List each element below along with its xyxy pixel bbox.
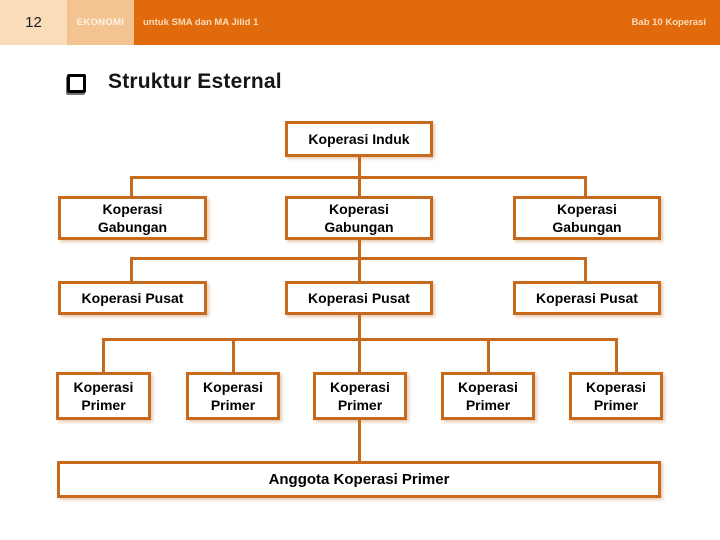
header-bar: 12 EKONOMI untuk SMA dan MA Jilid 1 Bab …: [0, 0, 720, 45]
chapter-label: Bab 10 Koperasi: [631, 17, 706, 28]
org-box-koperasi-gabungan: Koperasi Gabungan: [513, 196, 661, 240]
org-box-label: Koperasi Gabungan: [97, 200, 168, 235]
connector-line: [129, 176, 587, 179]
page-number: 12: [0, 0, 67, 45]
book-subtitle: untuk SMA dan MA Jilid 1: [143, 17, 259, 28]
connector-line: [357, 315, 361, 372]
org-box-koperasi-pusat: Koperasi Pusat: [58, 281, 207, 315]
connector-line: [583, 257, 587, 281]
connector-line: [101, 338, 618, 341]
org-box-label: Koperasi Pusat: [308, 289, 410, 306]
org-box-koperasi-gabungan: Koperasi Gabungan: [58, 196, 207, 240]
slide-title: Struktur Esternal: [108, 70, 282, 93]
connector-line: [129, 257, 587, 260]
connector-line: [231, 338, 235, 372]
org-box-koperasi-primer: Koperasi Primer: [186, 372, 280, 420]
connector-line: [357, 420, 361, 461]
org-box-label: Koperasi Pusat: [536, 289, 638, 306]
connector-line: [129, 257, 133, 281]
connector-line: [583, 176, 587, 196]
header-strip: untuk SMA dan MA Jilid 1 Bab 10 Koperasi: [134, 0, 720, 45]
org-box-label: Koperasi Primer: [73, 378, 134, 413]
org-box-label: Koperasi Primer: [458, 378, 518, 413]
org-box-koperasi-induk: Koperasi Induk: [285, 121, 433, 157]
org-box-label: Koperasi Induk: [308, 130, 410, 147]
org-box-koperasi-pusat: Koperasi Pusat: [513, 281, 661, 315]
org-box-koperasi-primer: Koperasi Primer: [56, 372, 151, 420]
org-box-anggota-koperasi-primer: Anggota Koperasi Primer: [57, 461, 661, 498]
connector-line: [357, 240, 361, 281]
connector-line: [486, 338, 490, 372]
slide-title-row: Struktur Esternal: [67, 70, 282, 94]
org-box-label: Koperasi Pusat: [81, 289, 184, 306]
connector-line: [129, 176, 133, 196]
connector-line: [614, 338, 618, 372]
org-box-label: Koperasi Primer: [203, 378, 263, 413]
org-box-label: Koperasi Gabungan: [324, 200, 394, 235]
org-box-label: Koperasi Primer: [330, 378, 390, 413]
org-box-koperasi-primer: Koperasi Primer: [441, 372, 535, 420]
org-box-koperasi-gabungan: Koperasi Gabungan: [285, 196, 433, 240]
connector-line: [101, 338, 105, 372]
org-box-label: Koperasi Primer: [586, 378, 646, 413]
subject-label: EKONOMI: [67, 0, 134, 45]
org-box-koperasi-primer: Koperasi Primer: [313, 372, 407, 420]
org-box-koperasi-primer: Koperasi Primer: [569, 372, 663, 420]
org-box-label: Anggota Koperasi Primer: [268, 470, 450, 488]
checkbox-bullet-icon: [67, 74, 86, 93]
org-box-koperasi-pusat: Koperasi Pusat: [285, 281, 433, 315]
org-box-label: Koperasi Gabungan: [552, 200, 622, 235]
